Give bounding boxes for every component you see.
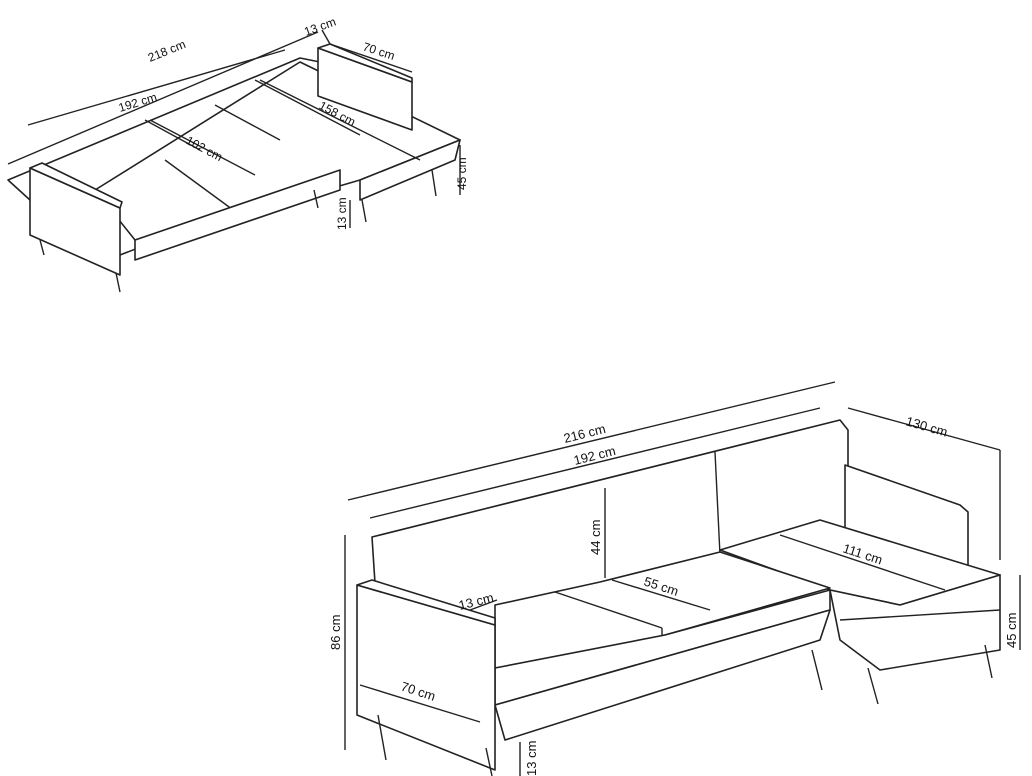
label-218: 218 cm	[146, 37, 188, 65]
label-45: 45 cm	[1004, 613, 1019, 648]
label-130: 130 cm	[904, 413, 949, 439]
label-13-leg: 13 cm	[335, 197, 349, 230]
label-13-arm: 13 cm	[302, 14, 338, 38]
label-45: 45 cm	[455, 157, 469, 190]
sofa-drawing	[344, 381, 1021, 776]
base-front	[494, 609, 831, 741]
dim-line	[347, 381, 836, 501]
dim-line	[7, 31, 319, 165]
chaise-front	[359, 139, 461, 201]
sofa-bed-drawing	[7, 29, 461, 293]
chaise-arm	[844, 464, 969, 571]
label-44: 44 cm	[588, 520, 603, 555]
label-13-leg: 13 cm	[524, 741, 539, 776]
label-192: 192 cm	[572, 443, 617, 468]
bed-front	[134, 169, 341, 261]
label-86: 86 cm	[328, 615, 343, 650]
chaise-front	[829, 574, 1001, 671]
